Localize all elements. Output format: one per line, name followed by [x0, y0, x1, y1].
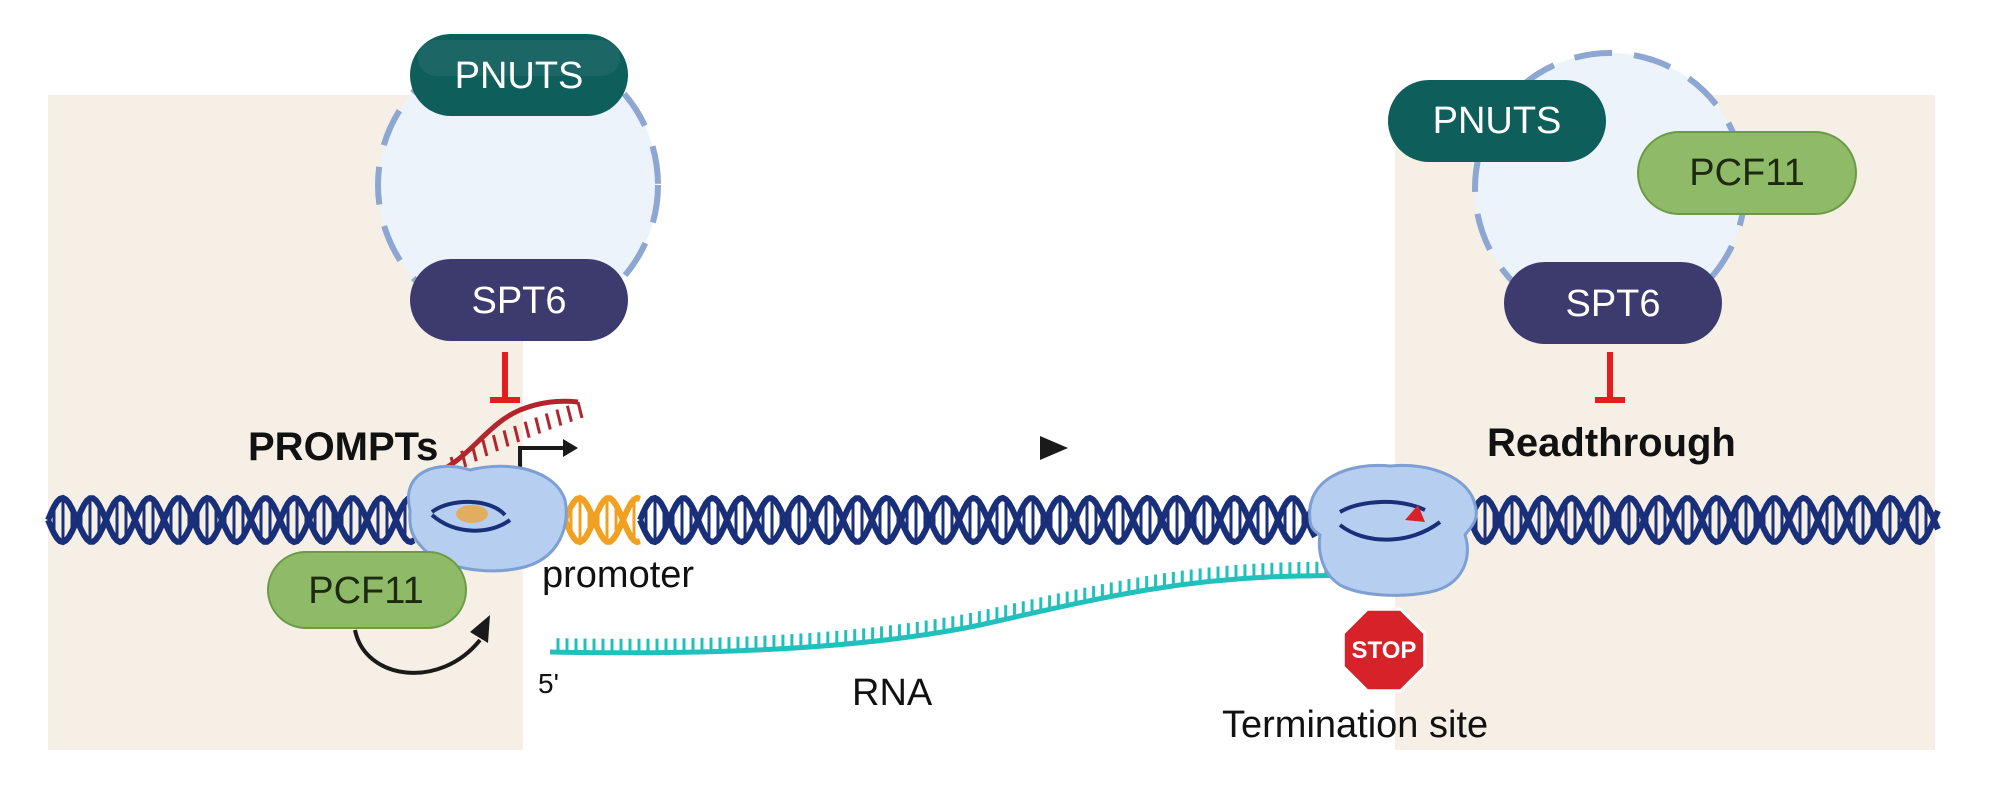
stop-sign-text: STOP: [1352, 637, 1417, 664]
rna-label: RNA: [852, 672, 933, 714]
promoter-label: promoter: [542, 554, 694, 596]
curved-arrow-icon: [353, 615, 490, 675]
left-inhibition-icon: [490, 352, 520, 403]
termination-site-label: Termination site: [1222, 704, 1488, 746]
rna-nucleotide: [491, 434, 499, 452]
promoter-dna-segment: [562, 494, 641, 546]
right-rna-polymerase-icon: [1308, 463, 1478, 597]
rna-nucleotide: [565, 405, 573, 423]
rna-nucleotide: [544, 413, 552, 430]
prompt-rna: [429, 398, 584, 479]
dna-backbone: [562, 495, 641, 546]
left-complex: PNUTS SPT6: [375, 34, 661, 341]
stop-sign-icon: STOP: [1341, 607, 1427, 693]
rna-nucleotide: [534, 417, 542, 434]
rna-nucleotide: [470, 444, 478, 462]
right-spt6-pill: SPT6: [1504, 262, 1722, 344]
left-rna-polymerase-icon: [406, 464, 568, 573]
prompts-label: PROMPTs: [248, 425, 438, 469]
readthrough-label: Readthrough: [1487, 421, 1736, 465]
dna-backbone: [637, 494, 1318, 546]
direction-arrow-icon: [875, 436, 1068, 460]
left-spt6-pill: SPT6: [410, 259, 628, 341]
left-pcf11-pill: PCF11: [267, 551, 467, 629]
rna-nucleotide: [513, 425, 521, 443]
left-pnuts-label: PNUTS: [455, 55, 584, 97]
dna-backbone: [45, 494, 416, 546]
rna-nucleotide: [523, 421, 531, 439]
rna-nucleotide: [576, 401, 584, 419]
dna-backbone: [1467, 494, 1941, 546]
dna-backbone: [562, 494, 641, 545]
right-complex: PNUTS PCF11 SPT6: [1388, 50, 1857, 344]
rna-nucleotide: [502, 430, 510, 447]
right-pnuts-label: PNUTS: [1433, 100, 1562, 142]
transcription-start-arrow-icon: [518, 439, 578, 470]
dna-backbone: [45, 494, 416, 546]
dna-helix: [45, 494, 1941, 546]
left-pnuts-pill: PNUTS: [410, 34, 628, 116]
right-inhibition-icon: [1595, 352, 1625, 403]
right-spt6-label: SPT6: [1565, 283, 1660, 325]
right-pnuts-pill: PNUTS: [1388, 80, 1606, 162]
five-prime-label: 5': [538, 668, 559, 699]
rna-nucleotide: [481, 439, 489, 457]
rna-nucleotide: [555, 409, 563, 426]
dna-backbone: [1467, 494, 1941, 546]
left-pcf11-label: PCF11: [308, 570, 423, 612]
right-pcf11-pill: PCF11: [1637, 131, 1857, 215]
rna-nucleotide: [460, 450, 468, 468]
left-spt6-label: SPT6: [471, 280, 566, 322]
right-pcf11-label: PCF11: [1689, 152, 1804, 194]
dna-backbone: [637, 494, 1318, 546]
